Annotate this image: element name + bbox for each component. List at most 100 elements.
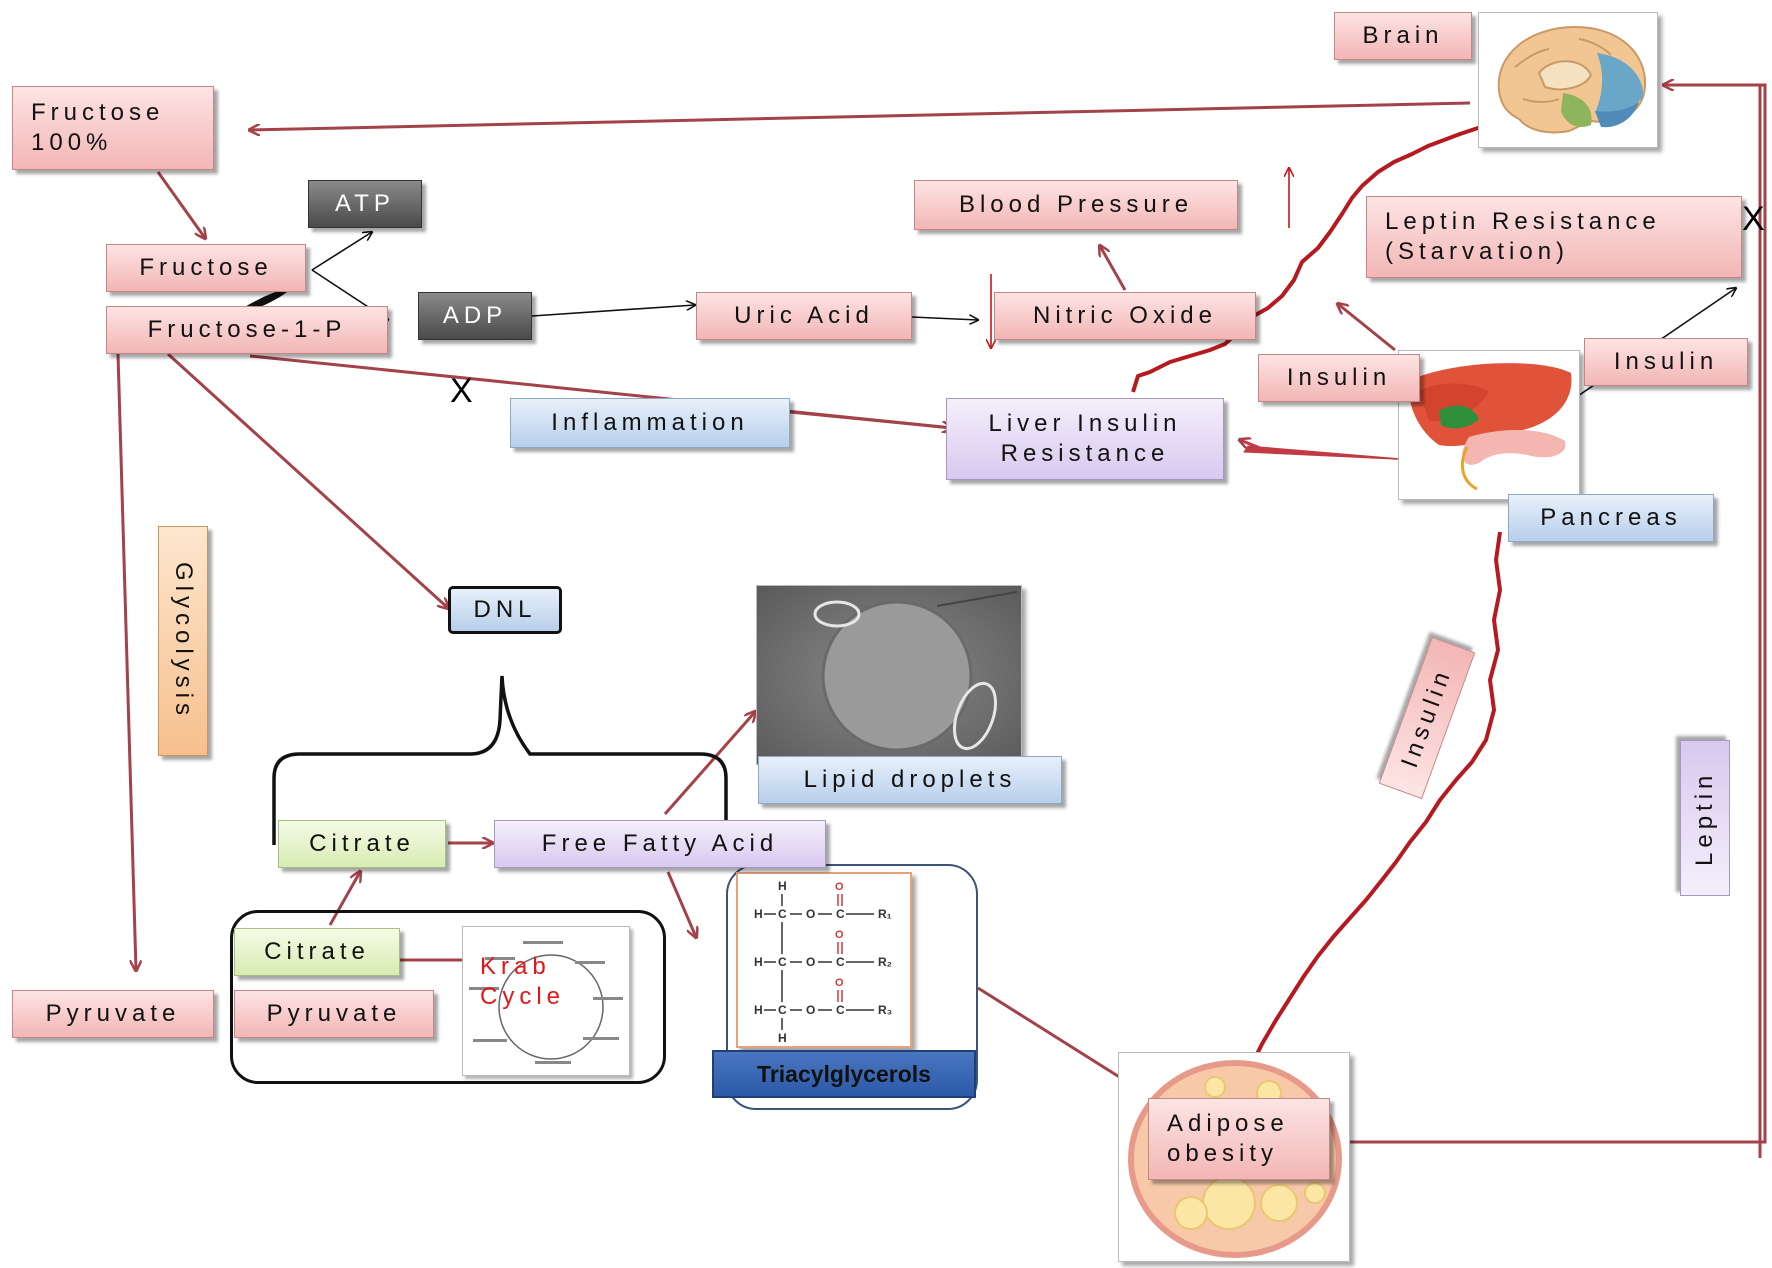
uric-acid-label: Uric Acid [734,302,874,329]
pyruvate-right-label: Pyruvate [266,1000,402,1027]
krebs-container [230,910,666,1084]
liver-pancreas-image [1398,350,1580,500]
svg-text:C: C [778,1003,787,1017]
blood-pressure-node: Blood Pressure [914,180,1238,230]
insulin-right-label: Insulin [1613,348,1719,375]
leptin-resistance-node: Leptin Resistance (Starvation) [1366,196,1742,278]
citrate-bottom-label: Citrate [264,938,370,965]
liver-icon [1408,363,1572,491]
fructose-100-line2: 100% [31,129,113,156]
arrow-brain-to-fructose [250,101,1471,130]
brain-label: Brain [1362,22,1444,49]
free-fatty-acid-node: Free Fatty Acid [494,820,826,868]
svg-text:R₁: R₁ [878,907,892,921]
svg-text:H: H [754,907,763,921]
svg-text:O: O [835,929,844,941]
liver-insulin-resistance-line1: Liver Insulin [988,410,1182,437]
liver-insulin-resistance-line2: Resistance [1000,440,1170,467]
brain-image [1478,12,1658,148]
adp-label: ADP [442,302,508,329]
adipose-line1: Adipose [1167,1110,1289,1137]
nitric-oxide-label: Nitric Oxide [1032,302,1218,329]
cycle-icon [469,941,623,1064]
x-mark-fructose: X [450,372,473,410]
krab-cycle-label: Krab Cycle [480,952,565,1012]
leptin-node: Leptin [1680,740,1730,896]
fructose-node: Fructose [106,244,306,292]
signal-liver-to-brain [1131,120,1501,393]
svg-text:O: O [806,907,815,921]
svg-text:C: C [836,907,845,921]
uric-acid-node: Uric Acid [696,292,912,340]
svg-text:H: H [778,1031,787,1045]
atp-label: ATP [335,190,395,217]
triacylglycerol-molecule-image: H H C O C R₁ H C O C R₂ H C O C R₃ H [736,872,912,1048]
adipose-line2: obesity [1167,1140,1279,1167]
arrow-citrate-up [328,872,360,926]
svg-text:O: O [835,881,844,893]
arrow-fructose-to-atp [311,232,372,271]
inflammation-label: Inflammation [551,409,749,436]
arrow-ffa-to-lipid [663,712,755,815]
pyruvate-left-label: Pyruvate [45,1000,181,1027]
liver-insulin-resistance-node: Liver Insulin Resistance [946,398,1224,480]
svg-text:C: C [836,955,845,969]
signal-pancreas-to-adipose [1248,531,1502,1069]
blood-pressure-label: Blood Pressure [958,191,1194,218]
dnl-bracket [272,675,728,845]
adp-node: ADP [418,292,532,340]
dnl-node: DNL [448,586,562,634]
arrow-ffa-to-tag [666,871,696,937]
fructose-1-p-label: Fructose-1-P [147,316,347,343]
arrow-pancreas-to-liver [1243,445,1416,461]
glycolysis-node: Glycolysis [158,526,208,756]
lipid-droplets-label: Lipid droplets [803,766,1017,793]
pyruvate-left-node: Pyruvate [12,990,214,1038]
leptin-feedback-line [1350,85,1767,1144]
krab-line1: Krab [480,953,551,980]
insulin-right-node: Insulin [1584,338,1748,386]
fructose-100-node: Fructose 100% [12,86,214,170]
dnl-label: DNL [473,596,537,623]
svg-text:H: H [754,1003,763,1017]
svg-text:H: H [778,879,787,893]
svg-text:C: C [778,955,787,969]
citrate-bottom-node: Citrate [234,928,400,976]
lipid-droplets-node: Lipid droplets [758,756,1062,804]
brain-icon [1497,25,1647,134]
arrow-fructose1p-to-dnl [166,352,448,608]
arrow-insulin-to-leptinres [1338,304,1396,352]
insulin-left-node: Insulin [1258,354,1420,402]
triacylglycerols-label: Triacylglycerols [712,1050,976,1098]
svg-text:H: H [754,955,763,969]
arrow-inflammation-to-liver [789,410,952,428]
adipose-node: Adipose obesity [1148,1098,1330,1180]
krab-line2: Cycle [480,983,566,1010]
lipid-droplet-image [756,585,1022,765]
brain-node: Brain [1334,12,1472,60]
leptin-resistance-line1: Leptin Resistance [1385,208,1661,235]
svg-text:R₂: R₂ [878,955,892,969]
inflammation-node: Inflammation [510,398,790,448]
nitric-oxide-node: Nitric Oxide [994,292,1256,340]
insulin-left-label: Insulin [1286,364,1392,391]
arrow-adp-to-uric [531,305,695,317]
micrograph-icon [757,586,1021,764]
svg-text:R₃: R₃ [878,1003,892,1017]
free-fatty-acid-label: Free Fatty Acid [541,830,779,857]
fructose-100-line1: Fructose [31,99,165,126]
leptin-label: Leptin [1691,770,1718,866]
pancreas-node: Pancreas [1508,494,1714,542]
fructose-label: Fructose [139,254,273,281]
fructose-1-p-node: Fructose-1-P [106,306,388,354]
arrow-uric-to-nitric [911,317,978,320]
x-mark-leptin: X [1742,200,1765,238]
molecule-icon: H H C O C R₁ H C O C R₂ H C O C R₃ H [754,879,892,1045]
triacylglycerol-container [726,864,978,1110]
atp-node: ATP [308,180,422,228]
svg-text:C: C [836,1003,845,1017]
svg-text:O: O [806,955,815,969]
glycolysis-label: Glycolysis [170,561,197,720]
svg-text:C: C [778,907,787,921]
pyruvate-right-node: Pyruvate [234,990,434,1038]
